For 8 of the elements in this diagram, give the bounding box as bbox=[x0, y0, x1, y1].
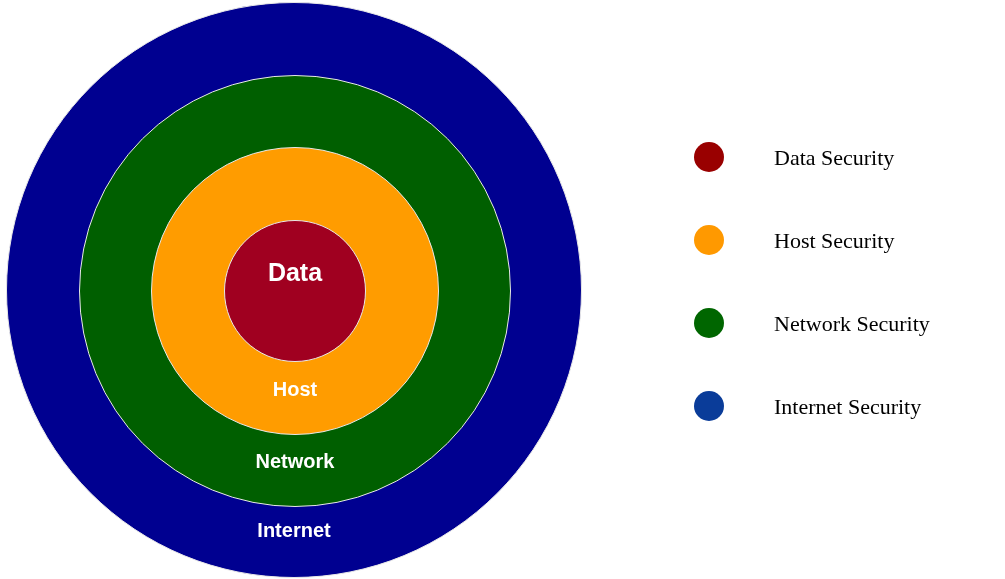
legend-label: Network Security bbox=[774, 309, 930, 338]
ring-label: Network bbox=[255, 451, 335, 471]
ring-label: Data bbox=[267, 259, 323, 285]
ring-label: Host bbox=[272, 379, 318, 399]
ring-label: Internet bbox=[257, 520, 331, 540]
legend-label: Host Security bbox=[774, 226, 895, 255]
legend-label: Internet Security bbox=[774, 392, 922, 421]
legend-label: Data Security bbox=[774, 143, 895, 172]
